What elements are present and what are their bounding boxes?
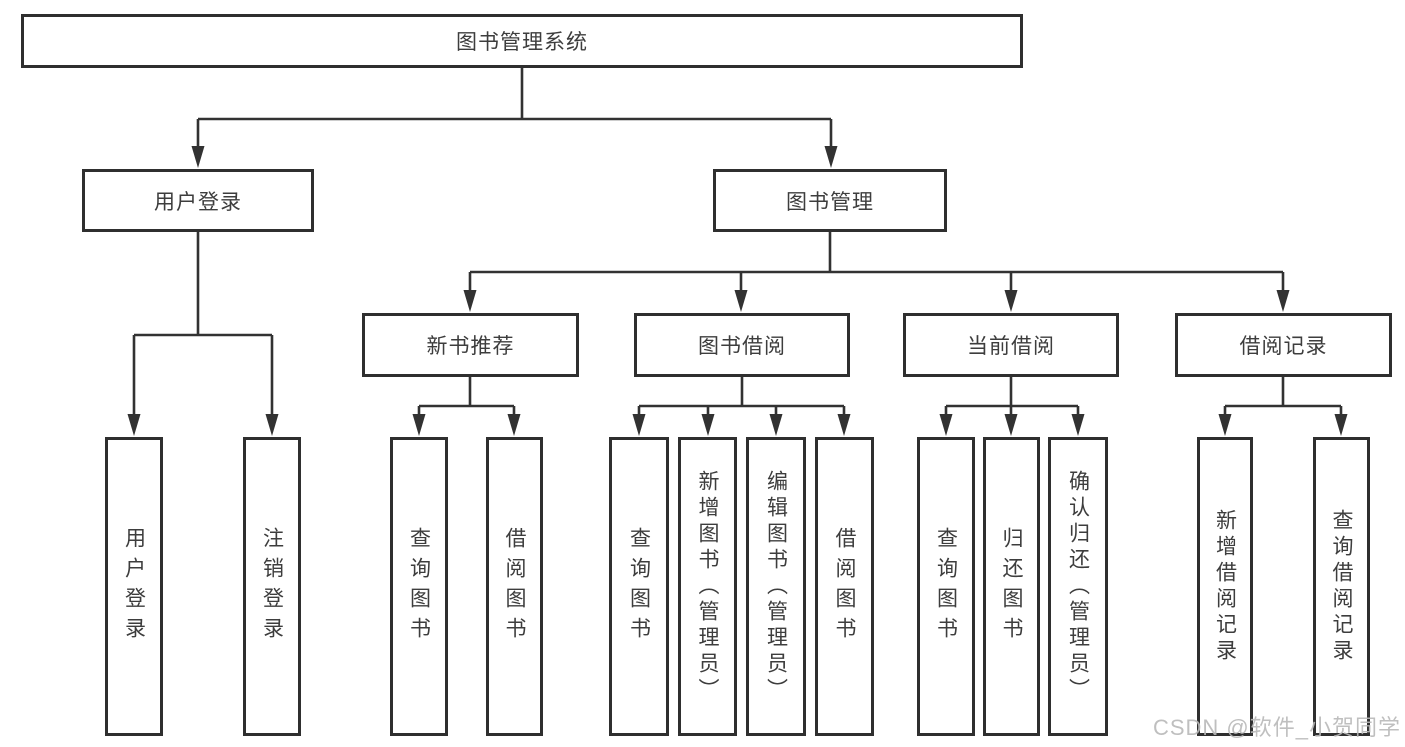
leaf-query-books-current: 查询图书 bbox=[917, 437, 975, 736]
leaf-label: 注销登录 bbox=[260, 526, 284, 647]
leaf-add-books-admin: 新增图书（管理员） bbox=[678, 437, 737, 736]
node-borrow-records: 借阅记录 bbox=[1175, 313, 1392, 377]
node-label: 图书管理 bbox=[786, 190, 874, 214]
node-book-management: 图书管理 bbox=[713, 169, 947, 232]
leaf-label: 借阅图书 bbox=[503, 526, 526, 647]
leaf-label: 确认归还（管理员） bbox=[1066, 469, 1090, 704]
leaf-borrow-books: 借阅图书 bbox=[815, 437, 874, 736]
leaf-borrow-books-recommend: 借阅图书 bbox=[486, 437, 543, 736]
node-label: 借阅记录 bbox=[1239, 335, 1328, 358]
leaf-confirm-return-admin: 确认归还（管理员） bbox=[1048, 437, 1108, 736]
node-label: 图书借阅 bbox=[698, 335, 786, 358]
leaf-query-books-recommend: 查询图书 bbox=[390, 437, 448, 736]
leaf-logout: 注销登录 bbox=[243, 437, 301, 736]
leaf-label: 编辑图书（管理员） bbox=[764, 469, 788, 704]
leaf-label: 借阅图书 bbox=[833, 526, 856, 647]
leaf-label: 新增借阅记录 bbox=[1213, 508, 1237, 665]
leaf-label: 新增图书（管理员） bbox=[696, 469, 719, 704]
leaf-return-books: 归还图书 bbox=[983, 437, 1040, 736]
csdn-watermark: CSDN @软件_小贺同学 bbox=[1152, 715, 1401, 740]
leaf-edit-books-admin: 编辑图书（管理员） bbox=[746, 437, 806, 736]
node-current-borrow: 当前借阅 bbox=[903, 313, 1119, 377]
node-label: 当前借阅 bbox=[967, 335, 1055, 358]
node-user-login-group: 用户登录 bbox=[82, 169, 314, 232]
leaf-query-borrow-record: 查询借阅记录 bbox=[1313, 437, 1370, 736]
leaf-query-books-borrow: 查询图书 bbox=[609, 437, 669, 736]
node-new-book-recommend: 新书推荐 bbox=[362, 313, 579, 377]
leaf-add-borrow-record: 新增借阅记录 bbox=[1197, 437, 1253, 736]
leaf-label: 用户登录 bbox=[122, 526, 146, 647]
leaf-label: 查询图书 bbox=[407, 526, 431, 647]
leaf-label: 查询借阅记录 bbox=[1330, 508, 1353, 665]
node-label: 用户登录 bbox=[154, 190, 242, 214]
leaf-label: 归还图书 bbox=[1000, 526, 1023, 647]
node-root-label: 图书管理系统 bbox=[456, 31, 588, 54]
node-root-library-system: 图书管理系统 bbox=[21, 14, 1023, 68]
leaf-label: 查询图书 bbox=[934, 526, 958, 647]
node-book-borrow: 图书借阅 bbox=[634, 313, 850, 377]
leaf-label: 查询图书 bbox=[627, 526, 651, 647]
node-label: 新书推荐 bbox=[426, 335, 515, 358]
leaf-user-login: 用户登录 bbox=[105, 437, 163, 736]
